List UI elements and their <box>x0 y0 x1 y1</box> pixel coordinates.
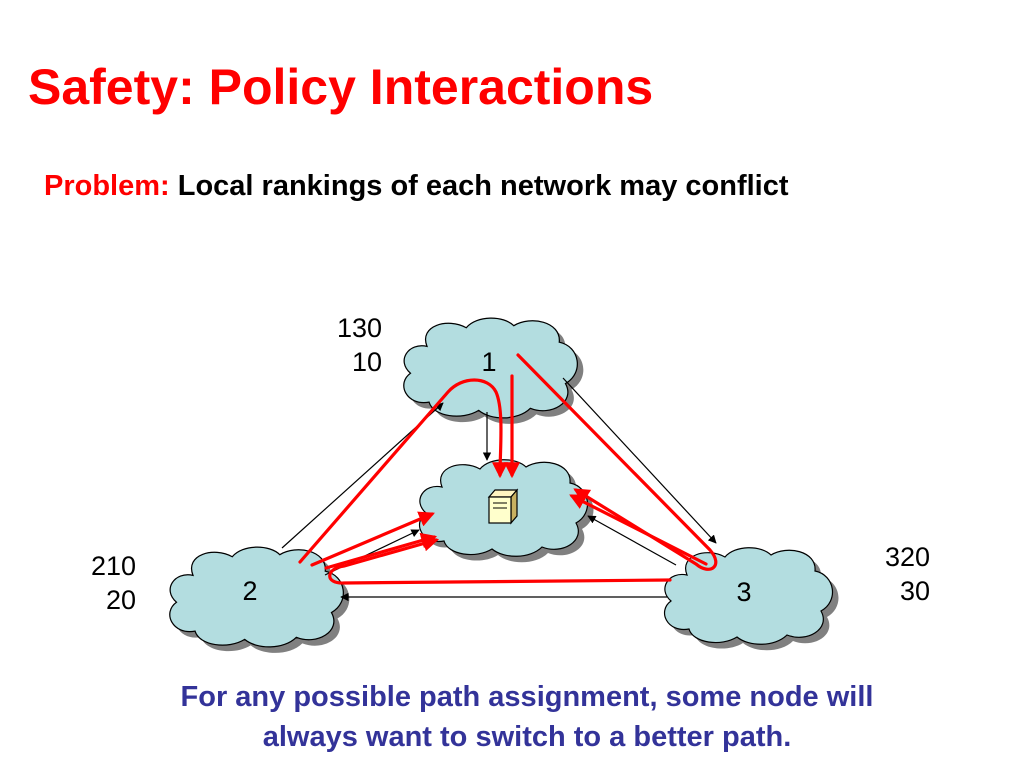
path-3-via-2 <box>328 535 672 585</box>
ranking-1-second: 10 <box>351 347 382 377</box>
ranking-1-first: 130 <box>336 313 382 343</box>
footer-line-1: For any possible path assignment, some n… <box>180 681 874 713</box>
ranking-3-second: 30 <box>899 576 930 606</box>
ranking-3-first: 320 <box>884 542 930 572</box>
server-icon <box>487 488 519 525</box>
path-2-via-1 <box>298 378 509 564</box>
ranking-2-second: 20 <box>105 585 136 615</box>
link-1-to-3 <box>562 377 717 544</box>
footer-note: For any possible path assignment, some n… <box>60 677 994 757</box>
path-2-direct-a <box>310 511 435 567</box>
rankings-node-3: 320 30 <box>850 540 930 608</box>
path-1-via-3 <box>516 353 718 571</box>
rankings-node-2: 210 20 <box>56 549 136 617</box>
problem-text: Local rankings of each network may confl… <box>169 170 789 202</box>
problem-statement: Problem: Local rankings of each network … <box>44 172 789 201</box>
path-arrows <box>298 353 718 585</box>
footer-line-2: always want to switch to a better path. <box>262 721 792 753</box>
node-label-1: 1 <box>481 347 496 377</box>
link-3-to-dest <box>587 515 677 566</box>
rankings-node-1: 130 10 <box>302 311 382 379</box>
node-label-3: 3 <box>736 577 751 607</box>
topology-links <box>281 377 717 602</box>
path-2-direct-b <box>324 532 438 570</box>
ranking-2-first: 210 <box>90 551 136 581</box>
slide-title: Safety: Policy Interactions <box>28 59 654 115</box>
node-label-2: 2 <box>242 576 257 606</box>
path-3-direct <box>569 494 708 566</box>
problem-label: Problem: <box>44 170 170 202</box>
